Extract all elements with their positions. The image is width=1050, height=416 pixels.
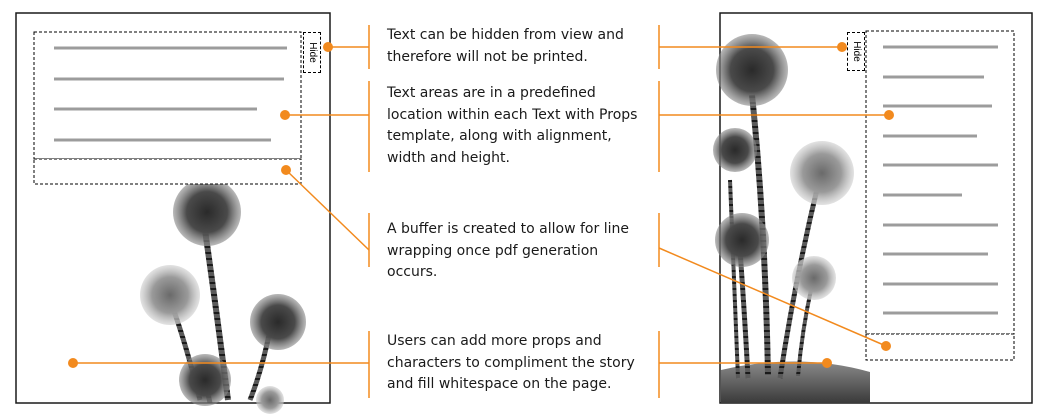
marker-dot [837, 42, 847, 52]
markers [68, 42, 894, 368]
marker-dot [323, 42, 333, 52]
note-text-areas: Text areas are in a predefined location … [387, 85, 638, 166]
right-page [713, 12, 1033, 404]
marker-dot [281, 165, 291, 175]
marker-dot [68, 358, 78, 368]
left-page [15, 12, 331, 414]
left-hide-toggle[interactable]: Hide [303, 32, 321, 73]
note-hidden-text: Text can be hidden from view and therefo… [387, 27, 624, 65]
callout-brackets [368, 25, 660, 398]
note-props: Users can add more props and characters … [387, 333, 635, 392]
right-hide-label: Hide [850, 41, 862, 62]
left-hide-label: Hide [306, 42, 318, 63]
marker-dot [881, 341, 891, 351]
note-buffer: A buffer is created to allow for line wr… [387, 221, 629, 280]
left-text-area[interactable] [33, 31, 302, 160]
marker-dot [884, 110, 894, 120]
connector-lines [73, 46, 889, 364]
marker-dot [280, 110, 290, 120]
left-tree-illustration [140, 178, 306, 414]
right-tree-illustration [713, 34, 870, 403]
left-buffer-area[interactable] [33, 158, 302, 185]
marker-dot [822, 358, 832, 368]
right-hide-toggle[interactable]: Hide [847, 32, 865, 71]
